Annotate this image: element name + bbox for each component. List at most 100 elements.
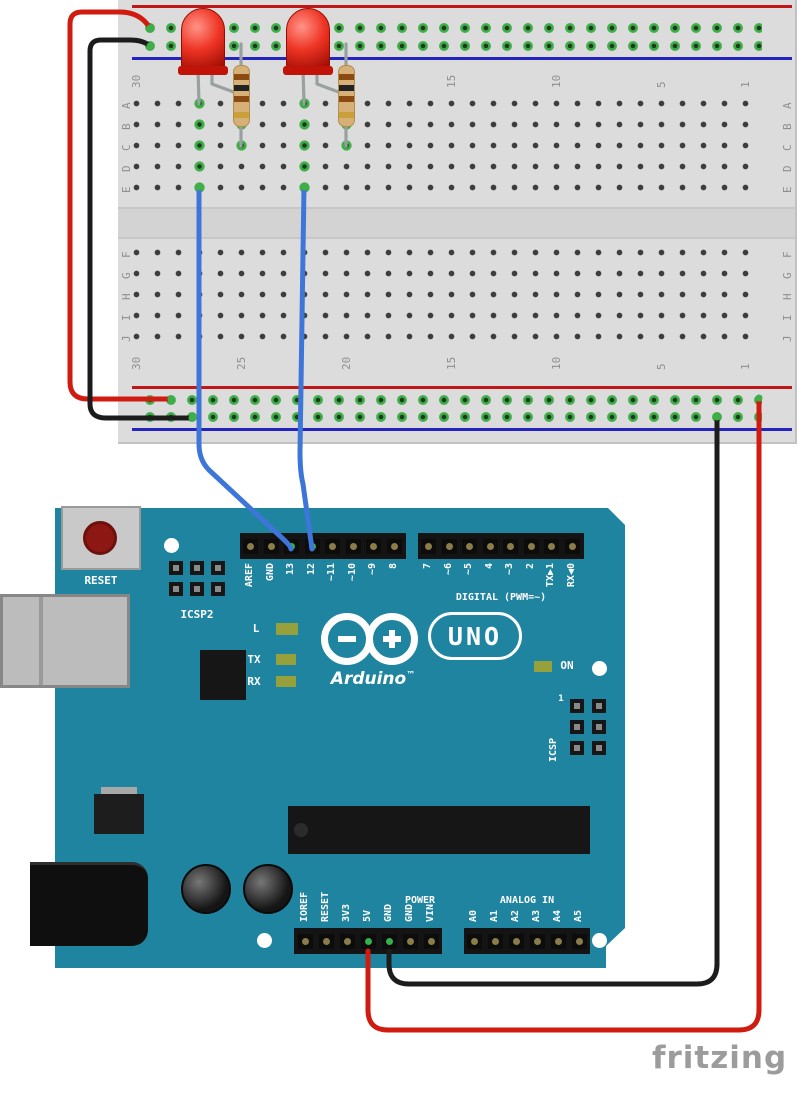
mounting-hole [592, 933, 607, 948]
header-pin-AREF[interactable] [242, 538, 258, 554]
usb-connector [0, 594, 130, 688]
header-pin-IOREF[interactable] [297, 933, 313, 949]
pin-hole [267, 542, 275, 550]
header-pin-TX▶1[interactable] [543, 538, 559, 554]
mounting-hole [164, 538, 179, 553]
header-pin-VIN[interactable] [423, 933, 439, 949]
resistor-band [339, 112, 354, 118]
header-pin-A0[interactable] [466, 933, 482, 949]
uno-model-badge: UNO [428, 612, 522, 660]
wire-blue-pin12[interactable] [297, 184, 315, 552]
header-pin-A4[interactable] [550, 933, 566, 949]
wire-black-gnd[interactable] [386, 414, 720, 987]
pin-hole [574, 724, 580, 730]
header-pin-A2[interactable] [508, 933, 524, 949]
icsp2-pin[interactable] [190, 582, 204, 596]
bottom-rail-negative-line [132, 428, 792, 431]
header-pin-GND[interactable] [381, 933, 397, 949]
led-2-flange [283, 66, 333, 75]
top-rail-positive-line [132, 5, 792, 8]
pin-hole [369, 542, 377, 550]
wire-blue-pin13[interactable] [196, 184, 294, 552]
plus-icon [383, 636, 401, 642]
icsp-pin[interactable] [570, 741, 584, 755]
pin-hole [194, 586, 200, 592]
header-pin-GND[interactable] [402, 933, 418, 949]
led-2[interactable] [286, 8, 330, 70]
on-label: ON [560, 659, 574, 672]
header-pin-~6[interactable] [441, 538, 457, 554]
pin-hole [385, 937, 393, 945]
icsp-pin[interactable] [570, 699, 584, 713]
pin-hole [596, 724, 602, 730]
rx-led [276, 676, 296, 687]
pin-hole [574, 745, 580, 751]
pin-hole [491, 937, 499, 945]
led-l-label: L [252, 622, 260, 635]
reset-button[interactable] [83, 521, 117, 555]
pin-hole [215, 586, 221, 592]
analog-caption: ANALOG IN [499, 895, 555, 906]
resistor-band [339, 96, 354, 102]
icsp2-pin[interactable] [190, 561, 204, 575]
tx-label: TX [247, 653, 261, 666]
wire-black-rail-jumper-left[interactable] [87, 37, 195, 421]
wire-red-rail-jumper-left[interactable] [67, 9, 174, 402]
tx-led [276, 654, 296, 665]
mounting-hole [257, 933, 272, 948]
header-pin-~5[interactable] [461, 538, 477, 554]
header-pin-2[interactable] [523, 538, 539, 554]
pin-hole [486, 542, 494, 550]
pin-hole [445, 542, 453, 550]
header-pin-~3[interactable] [502, 538, 518, 554]
power-on-led [534, 661, 552, 672]
icsp2-label: ICSP2 [180, 608, 214, 621]
header-pin-A3[interactable] [529, 933, 545, 949]
header-pin-A5[interactable] [571, 933, 587, 949]
arduino-uno-board[interactable] [55, 508, 625, 968]
pin-hole [390, 542, 398, 550]
header-pin-RESET[interactable] [318, 933, 334, 949]
trademark: ™ [406, 670, 416, 681]
header-pin-~10[interactable] [345, 538, 361, 554]
connection-dot [146, 42, 154, 50]
pin-hole [574, 703, 580, 709]
header-pin-5V[interactable] [360, 933, 376, 949]
wire-red-5v[interactable] [365, 395, 762, 1033]
pin-hole [246, 542, 254, 550]
connected-column-led1 [188, 92, 210, 198]
icsp2-pin[interactable] [211, 582, 225, 596]
icsp2-pin[interactable] [211, 561, 225, 575]
pin-hole [424, 542, 432, 550]
icsp-pin[interactable] [570, 720, 584, 734]
resistor-1[interactable] [233, 65, 250, 127]
pin-hole [328, 542, 336, 550]
header-pin-GND[interactable] [263, 538, 279, 554]
header-pin-A1[interactable] [487, 933, 503, 949]
header-pin-~9[interactable] [365, 538, 381, 554]
header-pin-3V3[interactable] [339, 933, 355, 949]
connection-dot [195, 183, 203, 191]
icsp-pin[interactable] [592, 741, 606, 755]
pin-hole [215, 565, 221, 571]
voltage-regulator-tab [101, 787, 137, 796]
center-channel [118, 207, 795, 239]
led-1[interactable] [181, 8, 225, 70]
header-pin-7[interactable] [420, 538, 436, 554]
header-pin-8[interactable] [386, 538, 402, 554]
usb-interface-chip [200, 650, 246, 700]
icsp-pin[interactable] [592, 720, 606, 734]
header-pin-RX◀0[interactable] [564, 538, 580, 554]
pin-hole [343, 937, 351, 945]
icsp-pin[interactable] [592, 699, 606, 713]
pin-hole [568, 542, 576, 550]
resistor-band [339, 85, 354, 91]
icsp2-pin[interactable] [169, 582, 183, 596]
header-pin-4[interactable] [482, 538, 498, 554]
pin-hole [194, 565, 200, 571]
header-pin-~11[interactable] [324, 538, 340, 554]
resistor-2[interactable] [338, 65, 355, 127]
icsp2-pin[interactable] [169, 561, 183, 575]
